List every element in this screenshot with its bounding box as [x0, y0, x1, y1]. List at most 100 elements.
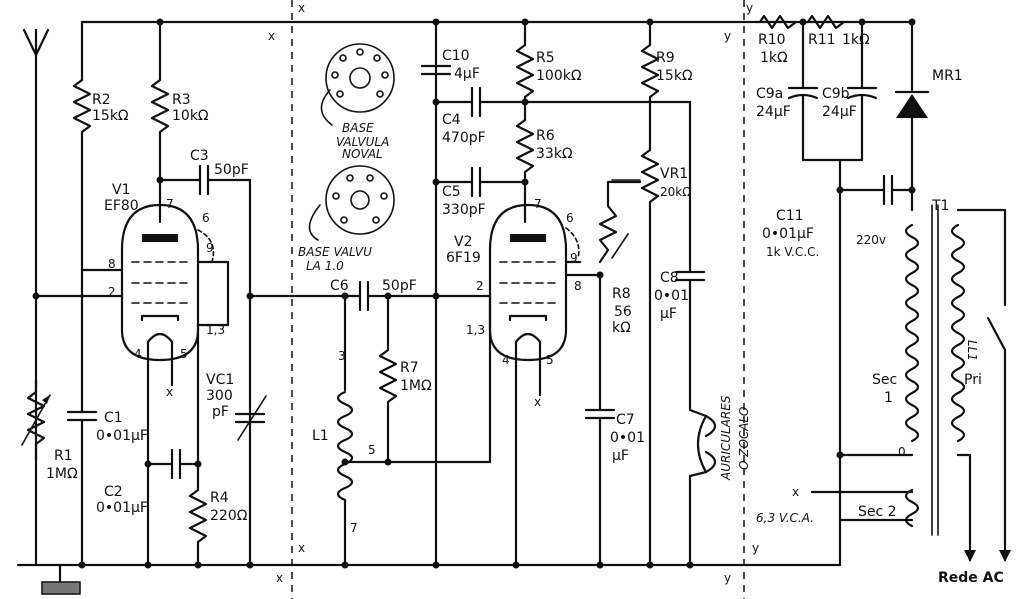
r2-value: 15kΩ	[92, 108, 129, 124]
r8-label: R8	[612, 286, 631, 302]
pri-label: Pri	[964, 372, 982, 388]
rede-arrow-left	[964, 550, 976, 562]
v2-pin4: 4	[502, 353, 510, 367]
r9-resistor	[640, 43, 660, 152]
noval-label-2: VALVULA	[336, 135, 389, 149]
mark-x1: x	[268, 29, 275, 43]
noval-arrow	[320, 89, 333, 126]
r6-resistor	[515, 118, 535, 224]
c1-label: C1	[104, 410, 123, 426]
vc1-variable-capacitor	[234, 294, 342, 441]
v2-type: 6F19	[446, 250, 481, 266]
v1-x: x	[166, 385, 173, 399]
mr1-diode	[894, 90, 930, 212]
c10-value: 4µF	[454, 66, 480, 82]
r2-resistor	[72, 78, 92, 134]
r7-resistor	[378, 348, 398, 464]
r1-potentiometer	[21, 378, 51, 462]
v220-label: 220v	[856, 233, 886, 247]
c10-capacitor	[420, 64, 452, 76]
vr1-label: VR1	[660, 166, 688, 182]
v1-tube	[120, 203, 215, 362]
l1-coil	[336, 390, 354, 502]
mark-y3: y	[752, 541, 759, 555]
c11-label: C11	[776, 208, 804, 224]
c7-value1: 0•01	[610, 430, 645, 446]
c1-capacitor	[66, 378, 98, 567]
component-labels: R2 15kΩ R3 10kΩ C3 50pF V1 EF80 R1 1MΩ C…	[46, 32, 1004, 586]
v1-pin4: 4	[134, 347, 142, 361]
c9a-value: 24µF	[756, 104, 791, 120]
c6-label: C6	[330, 278, 349, 294]
v1-pin2: 2	[108, 285, 116, 299]
mark-x2: x	[298, 1, 305, 15]
t1-label: T1	[931, 198, 949, 214]
r1-value: 1MΩ	[46, 466, 78, 482]
c3-value: 50pF	[214, 162, 249, 178]
ground-symbol	[41, 563, 81, 595]
v2-pin8: 8	[574, 279, 582, 293]
c1-value: 0•01µF	[96, 428, 148, 444]
vca-label: 6,3 V.C.A.	[756, 511, 814, 525]
c3-label: C3	[190, 148, 209, 164]
r9-label: R9	[656, 50, 675, 66]
c6-value: 50pF	[382, 278, 417, 294]
r11-resistor	[806, 14, 846, 30]
v1-pin7: 7	[166, 197, 174, 211]
rede-arrow-right	[999, 550, 1011, 562]
loctal-arrow	[308, 204, 321, 241]
ll1-label: LL1	[965, 340, 979, 361]
c8-capacitor	[674, 270, 706, 412]
auriculares-label-1: AURICULARES	[719, 395, 733, 481]
c11-capacitor	[838, 174, 914, 206]
r3-label: R3	[172, 92, 191, 108]
r1-label: R1	[54, 448, 73, 464]
l1-label: L1	[312, 428, 329, 444]
vr1-value: 20kΩ	[660, 185, 691, 199]
r5-label: R5	[536, 50, 555, 66]
r8-resistor	[598, 180, 642, 264]
r8-arrow	[611, 233, 629, 259]
c2-value: 0•01µF	[96, 500, 148, 516]
c8-label: C8	[660, 270, 679, 286]
headphones-symbol	[688, 408, 717, 567]
c4-value: 470pF	[442, 130, 486, 146]
v2-pin5: 5	[546, 353, 554, 367]
c4-label: C4	[442, 112, 461, 128]
v1-type: EF80	[104, 198, 139, 214]
r4-value: 220Ω	[210, 508, 248, 524]
vc1-label: VC1	[206, 372, 234, 388]
v2-pin7: 7	[534, 197, 542, 211]
c8-value1: 0•01	[654, 288, 689, 304]
r2-label: R2	[92, 92, 111, 108]
v1-pin13: 1,3	[206, 323, 225, 337]
ll1-switch	[986, 316, 1007, 352]
c8-value2: µF	[660, 306, 677, 322]
sec1-number: 1	[884, 390, 893, 406]
c9b-label: C9b	[822, 86, 850, 102]
v1-pin9: 9	[206, 241, 214, 255]
c2-capacitor	[146, 448, 200, 480]
r4-label: R4	[210, 490, 229, 506]
c9b-capacitor	[846, 86, 878, 162]
c5-capacitor	[434, 166, 527, 198]
c4-capacitor	[434, 86, 692, 118]
l1-pin3: 3	[338, 349, 346, 363]
junction-dots	[32, 18, 916, 569]
noval-label-1: BASE	[342, 121, 374, 135]
v2-pin2: 2	[476, 279, 484, 293]
v2-pin13: 1,3	[466, 323, 485, 337]
vr1-pot	[640, 148, 660, 567]
vc1-value2: pF	[212, 404, 229, 420]
pin-labels: 7 6 9 8 2 1,3 4 5 x 7 6 9 8 2 1,3 4 5 x …	[108, 1, 906, 585]
r3-value: 10kΩ	[172, 108, 209, 124]
noval-label-3: NOVAL	[342, 147, 383, 161]
r6-value: 33kΩ	[536, 146, 573, 162]
r4-resistor	[188, 488, 208, 567]
c5-value: 330pF	[442, 202, 486, 218]
mark-x4: x	[276, 571, 283, 585]
c7-value2: µF	[612, 448, 629, 464]
r8-value1: 56	[614, 304, 632, 320]
r7-value: 1MΩ	[400, 378, 432, 394]
